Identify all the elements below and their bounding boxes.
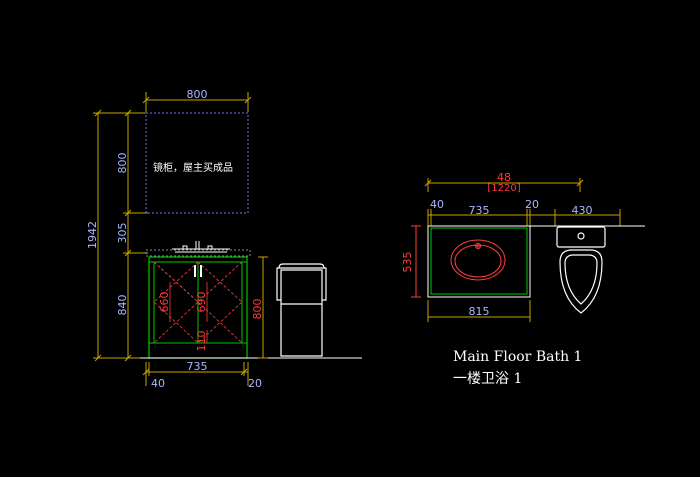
plan-toilet-width-label: 430 xyxy=(572,204,593,217)
gap-height-label: 305 xyxy=(116,223,129,244)
door-right-label: 690 xyxy=(195,292,208,313)
segment-dimensions xyxy=(427,209,621,226)
countertop xyxy=(145,249,251,257)
overall-in-label: 48 xyxy=(497,171,511,184)
mirror-cabinet xyxy=(145,112,249,214)
plan-vanity-width-label: 735 xyxy=(469,204,490,217)
counter-width-dimension xyxy=(427,300,531,322)
total-height-label: 1942 xyxy=(86,221,99,249)
right-offset-label: 20 xyxy=(248,377,262,390)
mirror-note: 镜柜，屋主买成品 xyxy=(153,161,233,174)
depth-dimension xyxy=(411,225,421,298)
cabinet-side-dimension xyxy=(258,256,268,359)
vanity-plan xyxy=(427,225,531,298)
plan-depth-label: 535 xyxy=(401,252,414,273)
elevation-view: 800 镜柜，屋主买成品 1942 800 305 840 660 690 11… xyxy=(86,88,362,390)
overall-mm-label: [1220] xyxy=(487,183,520,194)
plan-view: 48 [1220] 40 735 20 430 535 815 Main Flo… xyxy=(401,171,645,387)
drawing-title-cn: 一楼卫浴 1 xyxy=(453,371,522,387)
door-left-label: 660 xyxy=(158,292,171,313)
vanity-height-label: 840 xyxy=(116,295,129,316)
plan-mid-gap-label: 20 xyxy=(525,198,539,211)
faucet-icon xyxy=(172,241,230,253)
toilet-elevation xyxy=(276,263,327,357)
drawing-title-en: Main Floor Bath 1 xyxy=(453,349,582,365)
toilet-plan-icon xyxy=(556,226,606,314)
plan-left-gap-label: 40 xyxy=(430,198,444,211)
left-offset-label: 40 xyxy=(151,377,165,390)
vertical-dimensions xyxy=(93,109,148,362)
sink-basin-icon xyxy=(450,239,506,281)
mirror-width-label: 800 xyxy=(187,88,208,101)
cabinet-side-label: 800 xyxy=(251,299,264,320)
bottom-dimensions xyxy=(142,362,249,386)
toe-kick-label: 110 xyxy=(195,331,208,352)
overall-dimension xyxy=(424,178,584,192)
mirror-height-label: 800 xyxy=(116,153,129,174)
plan-counter-width-label: 815 xyxy=(469,305,490,318)
mirror-width-dimension xyxy=(142,92,252,112)
cabinet-width-label: 735 xyxy=(187,360,208,373)
